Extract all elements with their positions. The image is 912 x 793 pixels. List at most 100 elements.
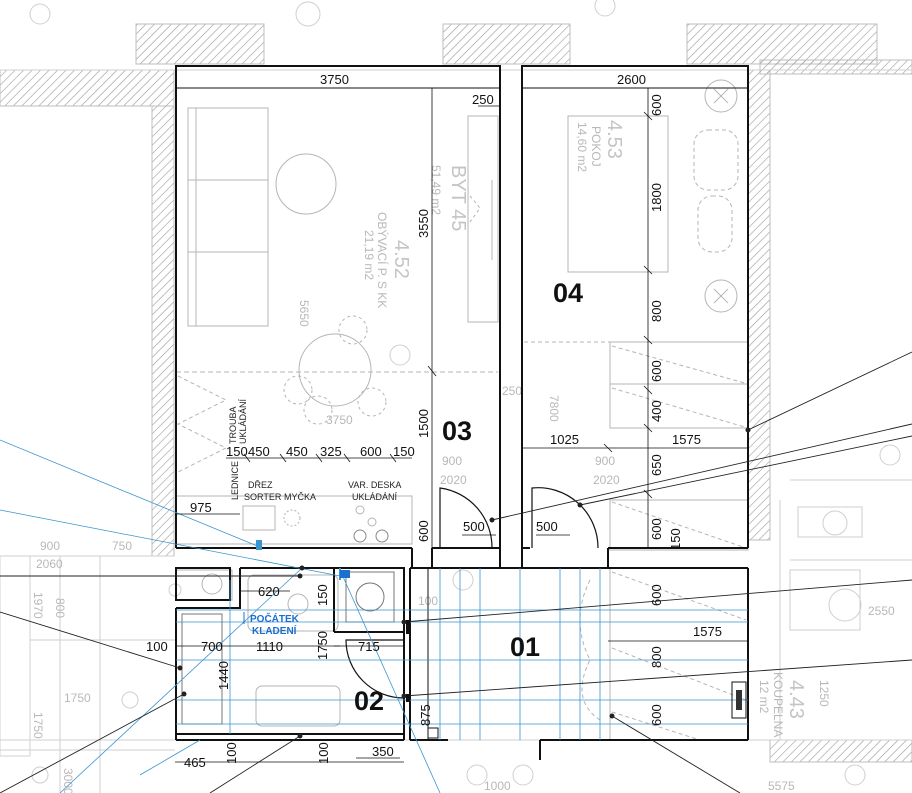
dim-hall-1575: 1575	[693, 624, 722, 639]
ghost-dim-7800: 7800	[547, 395, 561, 422]
dim-975: 975	[190, 500, 212, 515]
ghost-dim-2060: 2060	[36, 557, 63, 571]
ghost-room453-area: 14,60 m2	[575, 122, 589, 172]
guide-lines	[0, 439, 748, 793]
dim-bath-1750: 1750	[315, 631, 330, 660]
ghost-dim-5575: 5575	[768, 779, 795, 793]
ghost-dim-1750b: 1750	[31, 712, 45, 739]
dim-kitchen-150b: 150	[393, 444, 415, 459]
dim-bath-700: 700	[201, 639, 223, 654]
ghost-dim-1000: 1000	[484, 779, 511, 793]
dim-bot-350: 350	[372, 744, 394, 759]
ghost-dim-900a: 900	[442, 454, 462, 468]
ghost-dim-250: 250	[502, 384, 522, 398]
room-labels: 01 02 03 04	[354, 278, 583, 716]
dim-rv-400: 400	[649, 400, 664, 422]
label-var-deska: VAR. DESKA	[348, 480, 401, 490]
coffee-table	[275, 153, 337, 215]
ghost-room443-name: KOUPELNA	[771, 672, 785, 737]
room-label-03: 03	[442, 416, 472, 446]
dim-door-500a: 500	[463, 519, 485, 534]
dim-rv-600b: 600	[649, 360, 664, 382]
ghost-dim-2020b: 2020	[593, 473, 620, 487]
dim-rv-1800: 1800	[649, 183, 664, 212]
dim-bath-1110: 1110	[256, 639, 283, 654]
dim-250: 250	[472, 92, 494, 107]
ghost-dim-2020a: 2020	[440, 473, 467, 487]
dimension-lines	[175, 87, 748, 763]
dim-top-left-width: 3750	[320, 72, 349, 87]
label-sorter: SORTER	[244, 492, 282, 502]
ghost-byt-area: 51,49 m2	[429, 165, 443, 215]
ghost-dim-3000: 3000	[61, 768, 75, 793]
ghost-room452-number: 4.52	[390, 240, 412, 279]
label-drez: DŘEZ	[248, 480, 273, 490]
walls	[175, 65, 749, 760]
dim-hall-600b: 600	[649, 704, 664, 726]
ghost-dim-1970: 1970	[31, 592, 45, 619]
dim-rv-150: 150	[668, 528, 683, 550]
leader-lines	[0, 351, 912, 793]
label-ukladani: UKLÁDÁNÍ	[238, 398, 248, 444]
washbasin	[247, 574, 339, 632]
door-03-swing	[439, 487, 493, 549]
dim-kitchen-600: 600	[360, 444, 382, 459]
dim-bath-715: 715	[358, 639, 380, 654]
dim-hall-600a: 600	[649, 584, 664, 606]
bed	[567, 115, 669, 273]
room-label-01: 01	[510, 632, 540, 662]
ghost-dim-1750a: 1750	[64, 691, 91, 705]
dim-bath-150: 150	[315, 584, 330, 606]
ghost-dim-750: 750	[112, 539, 132, 553]
ghost-texts: BYT 45 51,49 m2 4.52 OBÝVACÍ P. S KK 21,…	[31, 120, 895, 793]
bathtub	[255, 685, 341, 727]
appliance-labels: LEDNICE TROUBA UKLÁDÁNÍ DŘEZ SORTER MYČK…	[228, 398, 401, 502]
ghost-room443-number: 4.43	[785, 680, 807, 719]
dim-hall-800: 800	[649, 646, 664, 668]
dim-rv-600c: 600	[649, 518, 664, 540]
leader-dots	[177, 427, 751, 739]
label-trouba: TROUBA	[228, 406, 238, 444]
ghost-room452-area: 21,19 m2	[362, 230, 376, 280]
dim-bot-100b: 100	[316, 742, 331, 764]
dim-bath-100: 100	[146, 639, 168, 654]
dim-kitchen-450b: 450	[286, 444, 308, 459]
dim-rv-600a: 600	[649, 94, 664, 116]
ghost-room453-name: POKOJ	[589, 126, 603, 167]
sofa	[187, 107, 269, 327]
ghost-dim-5650: 5650	[297, 300, 311, 327]
dim-1575: 1575	[672, 432, 701, 447]
ghost-dim-3750: 3750	[326, 413, 353, 427]
lamp-top	[704, 79, 738, 113]
dim-top-right-width: 2600	[617, 72, 646, 87]
dim-kitchen-150a: 150	[226, 444, 248, 459]
label-lednice: LEDNICE	[230, 461, 240, 500]
dim-600-door: 600	[416, 520, 431, 542]
dim-bath-1440: 1440	[216, 661, 231, 690]
dim-kitchen-450a: 450	[248, 444, 270, 459]
dim-3550: 3550	[416, 209, 431, 238]
pocatek-annotation: POČÁTEK KLADENÍ	[243, 540, 350, 637]
dim-1500: 1500	[416, 409, 431, 438]
wardrobe-hall	[609, 567, 749, 741]
dim-door-500b: 500	[536, 519, 558, 534]
lamp-bottom	[704, 279, 738, 313]
dim-bath-875: 875	[418, 704, 433, 726]
label-ukladani-2: UKLÁDÁNÍ	[352, 492, 398, 502]
dim-bath-620: 620	[258, 584, 280, 599]
door-04-swing	[531, 487, 599, 549]
room-label-04: 04	[553, 278, 583, 308]
dim-rv-800: 800	[649, 300, 664, 322]
dimension-texts: 3750 2600 250 3550 1500 150 450 450 325 …	[146, 72, 722, 770]
dim-rv-650: 650	[649, 454, 664, 476]
ghost-room452-name: OBÝVACÍ P. S KK	[375, 212, 390, 308]
label-kladeni: KLADENÍ	[252, 624, 297, 637]
dim-1025: 1025	[550, 432, 579, 447]
ghost-dim-1250: 1250	[817, 680, 831, 707]
furniture	[175, 79, 749, 741]
wardrobe-04	[609, 341, 749, 429]
dim-kitchen-325: 325	[320, 444, 342, 459]
ghost-room453-number: 4.53	[603, 120, 625, 159]
misc-marks	[406, 620, 747, 739]
